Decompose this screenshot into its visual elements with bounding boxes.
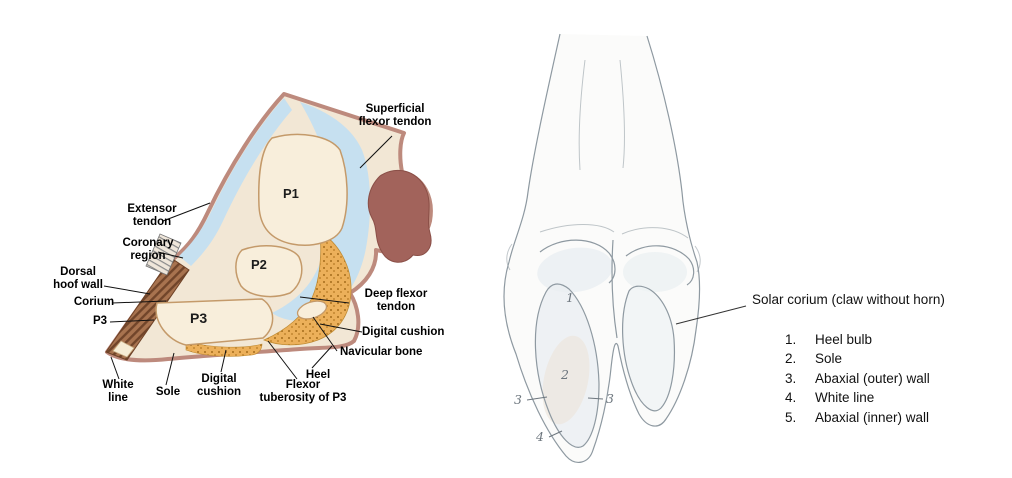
leader-digital-cushion-bottom: [220, 349, 227, 373]
leader-flexor-tuberosity: [267, 340, 298, 380]
marker-leaders: [526, 396, 604, 438]
marker-1: 1: [566, 290, 574, 305]
claw-sketch-figure: 1 2 3 3 4: [503, 33, 747, 463]
marker-3-right: 3: [606, 391, 614, 406]
leader-navicular-bone: [312, 316, 338, 352]
bone-p3: [155, 298, 274, 346]
label-bone-p3: P3: [190, 310, 208, 326]
leader-lines: [103, 135, 393, 386]
leader-marker-3-right: [587, 397, 604, 400]
claw-legend: 1. Heel bulb 2. Sole 3. Abaxial (outer) …: [785, 330, 930, 427]
label-heel: Heel: [305, 369, 331, 381]
legend-number: 1.: [785, 332, 797, 347]
leader-deep-flexor: [299, 296, 350, 304]
label-navicular-bone: Navicular bone: [340, 346, 423, 358]
legend-item-abaxial-inner-wall: 5. Abaxial (inner) wall: [785, 408, 930, 427]
label-corium: Corium: [73, 296, 115, 308]
claw-shading: [535, 247, 687, 448]
fetlock-dark-mass: [367, 169, 432, 263]
label-bone-p2: P2: [251, 257, 267, 272]
solar-corium-caption: Solar corium (claw without horn): [752, 292, 945, 307]
legend-number: 3.: [785, 370, 797, 386]
claw-outlines: [503, 33, 701, 463]
label-digital-cushion-bottom: Digital cushion: [196, 373, 242, 398]
leader-digital-cushion-right: [319, 323, 363, 333]
legend-item-white-line: 4. White line: [785, 388, 930, 407]
bone-p1: [258, 133, 348, 246]
legend-label: Abaxial (outer) wall: [815, 370, 930, 386]
legend-label: White line: [815, 390, 875, 406]
leader-sole: [165, 352, 175, 386]
sketch-markers: 1 2 3 3 4: [514, 290, 614, 444]
leader-white-line: [110, 356, 120, 380]
legend-number: 2.: [785, 351, 797, 367]
coronary-marker: [145, 233, 182, 276]
navicular-bone-shape: [296, 300, 328, 320]
leader-corium: [111, 300, 167, 304]
label-deep-flexor-tendon: Deep flexor tendon: [364, 288, 428, 313]
label-p3-side: P3: [92, 315, 108, 327]
leader-heel: [311, 345, 333, 369]
label-coronary-region: Coronary region: [122, 237, 174, 262]
legend-item-abaxial-outer-wall: 3. Abaxial (outer) wall: [785, 369, 930, 388]
label-digital-cushion-right: Digital cushion: [362, 326, 445, 338]
marker-3-left: 3: [514, 392, 522, 407]
legend-item-heel-bulb: 1. Heel bulb: [785, 330, 930, 349]
label-flexor-tuberosity: Flexor tuberosity of P3: [259, 379, 347, 404]
legend-number: 5.: [785, 409, 797, 425]
sole-cushion-strip: [185, 341, 263, 357]
leader-dorsal-hoof-wall: [103, 285, 151, 295]
legend-label: Heel bulb: [815, 332, 873, 347]
leader-superficial-flexor: [359, 135, 393, 169]
white-line-shape: [112, 340, 135, 358]
legend-number: 4.: [785, 390, 797, 406]
legend-item-sole: 2. Sole: [785, 349, 930, 368]
leader-solar-corium: [675, 305, 747, 325]
legend-label: Sole: [815, 351, 843, 367]
leader-marker-3-left: [526, 396, 548, 401]
hoof-section-figure: [103, 92, 433, 386]
label-superficial-flexor-tendon: Superficial flexor tendon: [358, 103, 432, 128]
marker-4: 4: [535, 429, 544, 444]
marker-2: 2: [560, 367, 569, 382]
label-extensor-tendon: Extensor tendon: [127, 203, 177, 228]
label-white-line: White line: [102, 379, 134, 404]
digital-cushion-shape: [263, 231, 352, 346]
bone-p2: [235, 245, 303, 298]
label-dorsal-hoof-wall: Dorsal hoof wall: [53, 266, 103, 291]
leader-p3: [109, 319, 155, 323]
legend-label: Abaxial (inner) wall: [815, 409, 930, 425]
hoof-wall-shape: [105, 257, 190, 361]
leader-marker-4: [548, 430, 563, 438]
label-bone-p1: P1: [283, 186, 299, 201]
leader-extensor-tendon: [162, 202, 211, 222]
label-sole: Sole: [155, 386, 181, 398]
extensor-tendon-shape: [179, 98, 292, 266]
leader-coronary-region: [157, 251, 184, 259]
